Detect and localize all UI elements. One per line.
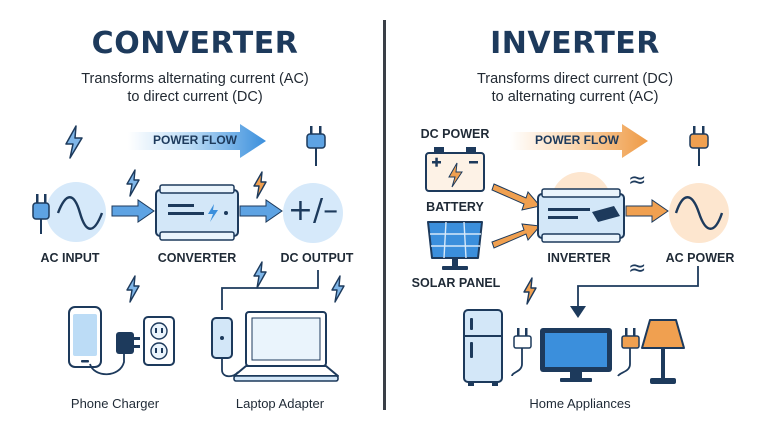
wave-icon: ≈ — [628, 256, 647, 281]
ac-power-label: AC POWER — [665, 251, 735, 265]
appliance-cable — [570, 266, 699, 318]
lamp-icon — [641, 319, 685, 384]
smartphone-icon — [68, 306, 102, 368]
inverter-subtitle: Transforms direct current (DC) to altern… — [410, 70, 740, 106]
laptop-cable — [221, 270, 319, 310]
dc-output-label: DC OUTPUT — [280, 251, 354, 265]
battery-label: BATTERY — [426, 200, 484, 214]
lightning-bolt-icon — [126, 275, 140, 303]
inverter-title: INVERTER — [490, 26, 660, 61]
plug-icon — [511, 328, 532, 377]
laptop-icon — [233, 311, 339, 382]
lightning-bolt-icon — [331, 275, 345, 303]
charger-adapter-icon — [89, 332, 140, 376]
converter-subtitle: Transforms alternating current (AC) to d… — [30, 70, 360, 106]
converter-power-flow-arrow — [128, 124, 266, 158]
inverter-device-icon — [537, 172, 625, 243]
lightning-bolt-icon — [65, 125, 83, 159]
converter-subtitle-line1: Transforms alternating current (AC) — [81, 71, 309, 87]
plug-icon — [617, 328, 640, 377]
lightning-bolt-icon — [253, 171, 267, 199]
inverter-label: INVERTER — [547, 251, 611, 265]
dc-symbol: +/– — [287, 193, 339, 228]
ac-power-icon — [669, 183, 729, 243]
flow-arrow — [491, 223, 541, 249]
inverter-power-flow-label: POWER FLOW — [535, 133, 619, 147]
television-icon — [540, 328, 612, 382]
section-divider — [383, 20, 386, 410]
dc-power-label: DC POWER — [420, 127, 490, 141]
flow-arrow — [491, 183, 541, 211]
dc-output-icon — [283, 183, 343, 243]
lightning-bolt-icon — [126, 169, 140, 197]
home-appliances-label: Home Appliances — [529, 396, 631, 411]
laptop-adapter-label: Laptop Adapter — [235, 396, 325, 411]
wall-outlet-icon — [143, 316, 175, 366]
converter-title: CONVERTER — [91, 26, 299, 61]
inverter-subtitle-line1: Transforms direct current (DC) — [476, 71, 674, 87]
ac-input-label: AC INPUT — [40, 251, 100, 265]
converter-device-icon — [155, 184, 239, 241]
solar-panel-icon — [427, 221, 483, 270]
refrigerator-icon — [463, 309, 503, 386]
plug-icon — [306, 126, 326, 166]
phone-charger-label: Phone Charger — [70, 396, 160, 411]
converter-subtitle-line2: to direct current (DC) — [127, 89, 263, 105]
battery-icon — [425, 147, 485, 192]
flow-arrow — [239, 199, 283, 223]
ac-input-icon — [32, 182, 106, 242]
lightning-bolt-icon — [523, 277, 537, 305]
plug-icon — [689, 126, 709, 166]
inverter-power-flow-arrow — [510, 124, 648, 158]
inverter-subtitle-line2: to alternating current (AC) — [491, 89, 659, 105]
converter-power-flow-label: POWER FLOW — [153, 133, 237, 147]
converter-label: CONVERTER — [157, 251, 237, 265]
solar-panel-label: SOLAR PANEL — [411, 276, 501, 290]
flow-arrow — [111, 199, 155, 223]
wave-icon: ≈ — [628, 168, 647, 193]
flow-arrow — [625, 199, 669, 223]
